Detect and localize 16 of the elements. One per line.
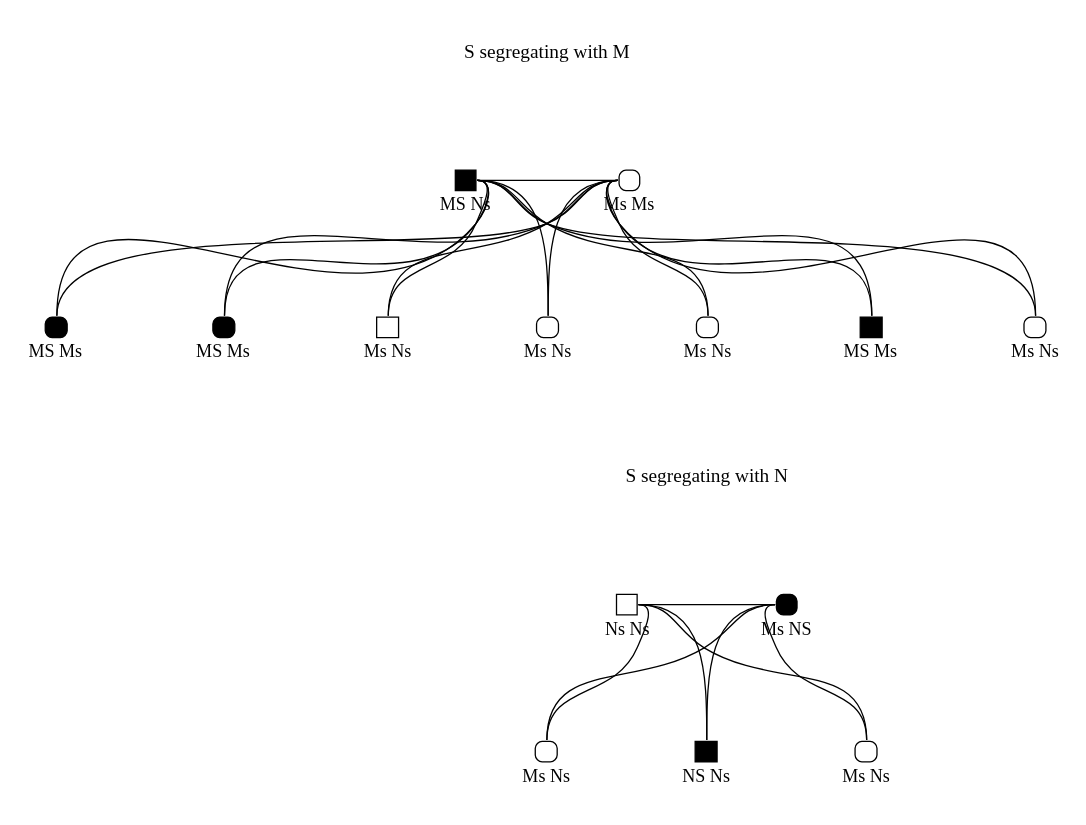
node-label: Ms Ns (363, 341, 412, 362)
node-label: Ms Ns (683, 341, 732, 362)
connector (605, 179, 1037, 317)
connector (764, 604, 868, 741)
label: S segregating with M (463, 40, 630, 62)
node-label: Ms Ns (1011, 341, 1059, 362)
label: S segregating with N (625, 465, 789, 487)
node-label: MS Ms (843, 341, 898, 362)
connector (637, 604, 868, 741)
node-label: MS Ms (28, 341, 83, 362)
node-label: NS Ns (682, 765, 730, 786)
node-label: MS Ms (196, 341, 250, 362)
node-label: Ms Ns (522, 765, 571, 786)
node-label: Ms Ns (523, 341, 572, 362)
connector (56, 179, 619, 317)
node-label: Ms Ns (842, 765, 890, 786)
